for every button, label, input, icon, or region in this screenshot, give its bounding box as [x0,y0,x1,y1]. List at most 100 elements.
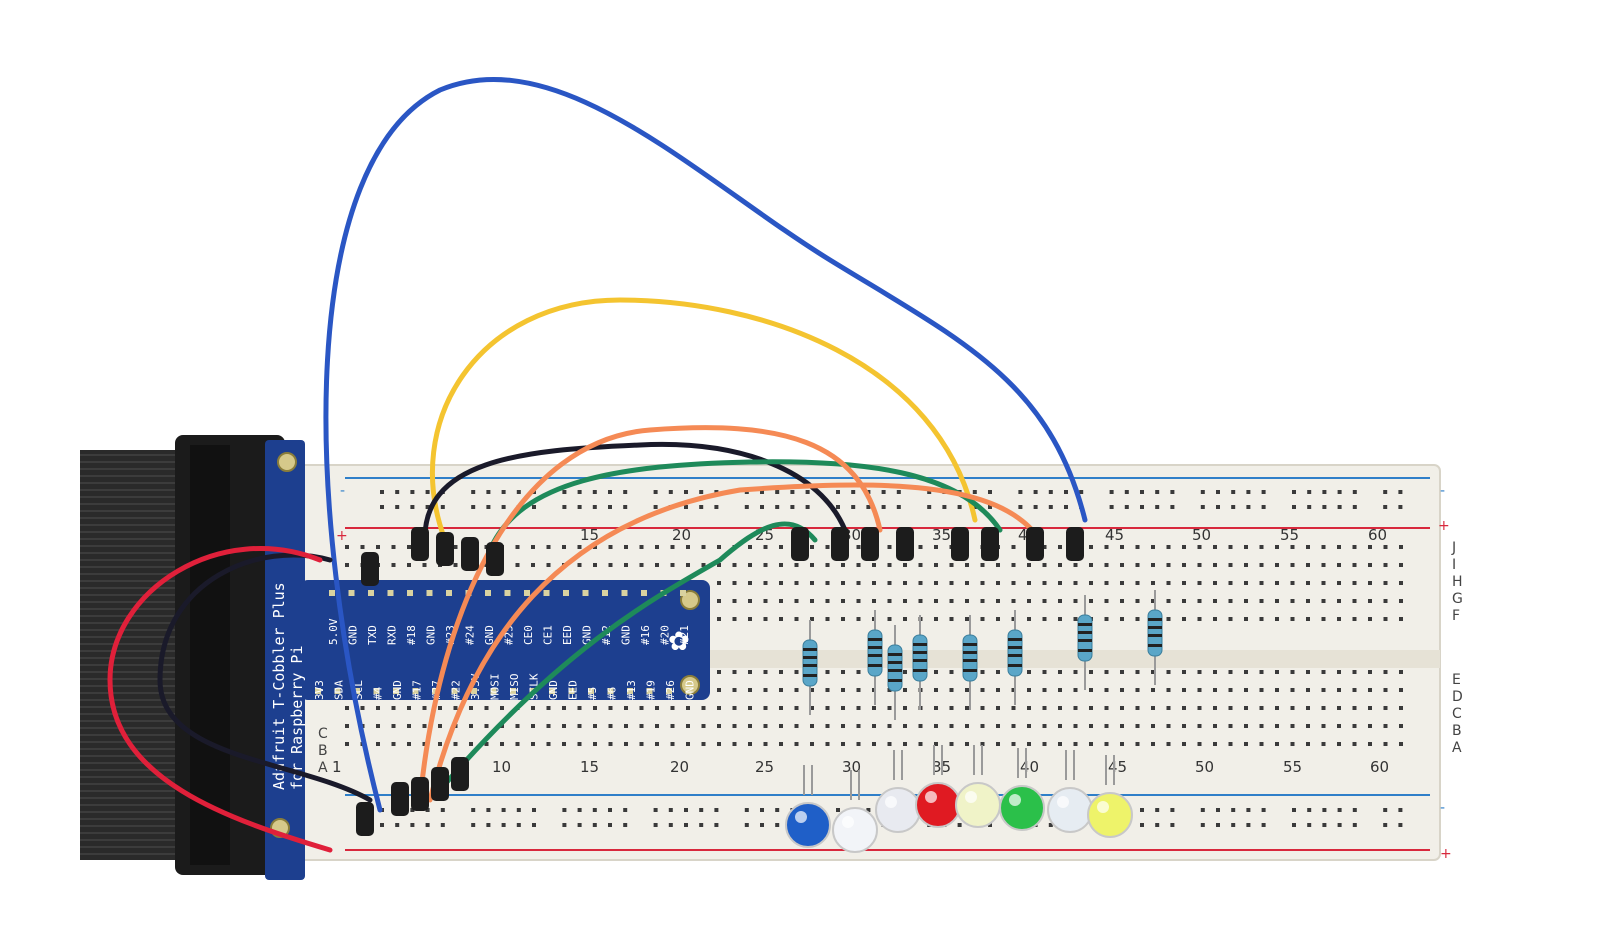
led-highlight [1097,801,1109,813]
pin-pad [387,590,394,596]
pin-pad [368,590,374,596]
wire-black [422,441,848,548]
column-number: 60 [1368,526,1387,544]
resistor-band [1008,638,1022,641]
wire-blue [323,77,1088,813]
pin-label: #16 [639,625,652,645]
pin-pad [582,590,589,596]
resistor-band [868,664,882,667]
ribbon-cable [80,435,285,875]
wire-connector [486,542,504,576]
pin-label: GND [620,625,633,645]
wire-green [487,459,1003,553]
wire-connector [356,802,374,836]
adafruit-star-icon: ✿ [668,627,690,657]
row-letter: B [318,743,328,759]
led [875,787,921,833]
resistor-band [803,664,817,667]
pin-label: TXD [366,625,379,645]
led [832,807,878,853]
pin-pad [627,688,633,694]
wire-connector [436,532,454,566]
column-number: 50 [1195,758,1214,776]
resistor-band [913,659,927,662]
rail-plus-top-right: + [1438,518,1450,534]
column-number: 10 [492,758,511,776]
led [915,782,961,828]
column-number: 45 [1108,758,1127,776]
jumper-wires [107,77,1088,853]
pin-pad [412,688,419,694]
rail-plus-bottom-right: + [1440,846,1452,862]
rail-minus-bottom-right: - [1440,800,1445,816]
pin-label: #18 [405,625,418,645]
resistor-band [1078,631,1092,634]
wire-connector [791,527,809,561]
pin-label: SDA [333,680,346,700]
pin-label: GND [684,680,697,700]
rail-plus-top: + [336,528,348,544]
resistor-band [1008,646,1022,649]
resistor-band [963,651,977,654]
wire-orange [417,425,883,803]
row-letter: A [1452,740,1462,756]
pin-pad [510,688,516,694]
resistor-band [803,648,817,651]
pin-pad [348,590,355,596]
pin-pad [471,688,477,694]
resistor-band [1148,644,1162,647]
resistor [912,634,928,682]
pin-pad [354,688,360,694]
resistor-band [868,638,882,641]
resistor [962,634,978,682]
column-number: 55 [1283,758,1302,776]
pin-pad [549,688,555,694]
pin-pad [680,590,686,596]
row-letter: A [318,760,328,776]
wire-red [107,546,333,853]
wire-connector [361,552,379,586]
resistor-band [888,669,902,672]
led [1087,792,1133,838]
resistor-band [1078,623,1092,626]
wire-connector [391,782,409,816]
rail-minus-top: - [340,483,345,499]
pin-pad [432,688,438,694]
pin-label: GND [391,680,404,700]
pin-pad [568,688,575,694]
pin-pad [666,688,672,694]
row-letter: F [1452,608,1460,624]
cobbler-title: Adafruit T-Cobbler Plus [270,582,288,790]
pin-pad [393,688,399,694]
pin-label: MISO [508,674,521,701]
wire-connector [831,527,849,561]
pin-label: 3V3 [313,680,326,700]
pin-pad [373,688,380,694]
resistor-band [888,661,902,664]
pin-label: #4 [372,686,385,700]
wire-connector [1066,527,1084,561]
pin-pad [315,688,321,694]
pin-pad [563,590,569,596]
pin-label: GND [547,680,560,700]
row-letter: J [1451,540,1456,556]
resistor-band [803,656,817,659]
resistor-band [868,646,882,649]
resistor [802,639,818,687]
column-number: 55 [1280,526,1299,544]
resistor-band [913,643,927,646]
row-letter: G [1452,591,1463,607]
pin-label: RXD [386,625,399,645]
pin-label: #13 [625,680,638,700]
wire-green [437,521,818,793]
pin-pad [588,688,594,694]
pin-label: CE0 [522,625,535,645]
resistor-band [888,653,902,656]
resistor-band [963,659,977,662]
column-number: 60 [1370,758,1389,776]
breadboard: - + - + - + 15202530354045505560 1101520… [289,464,1463,862]
led-highlight [1009,794,1021,806]
rail-minus-top-right: - [1440,483,1445,499]
wire-connector [951,527,969,561]
led-highlight [1057,796,1069,808]
